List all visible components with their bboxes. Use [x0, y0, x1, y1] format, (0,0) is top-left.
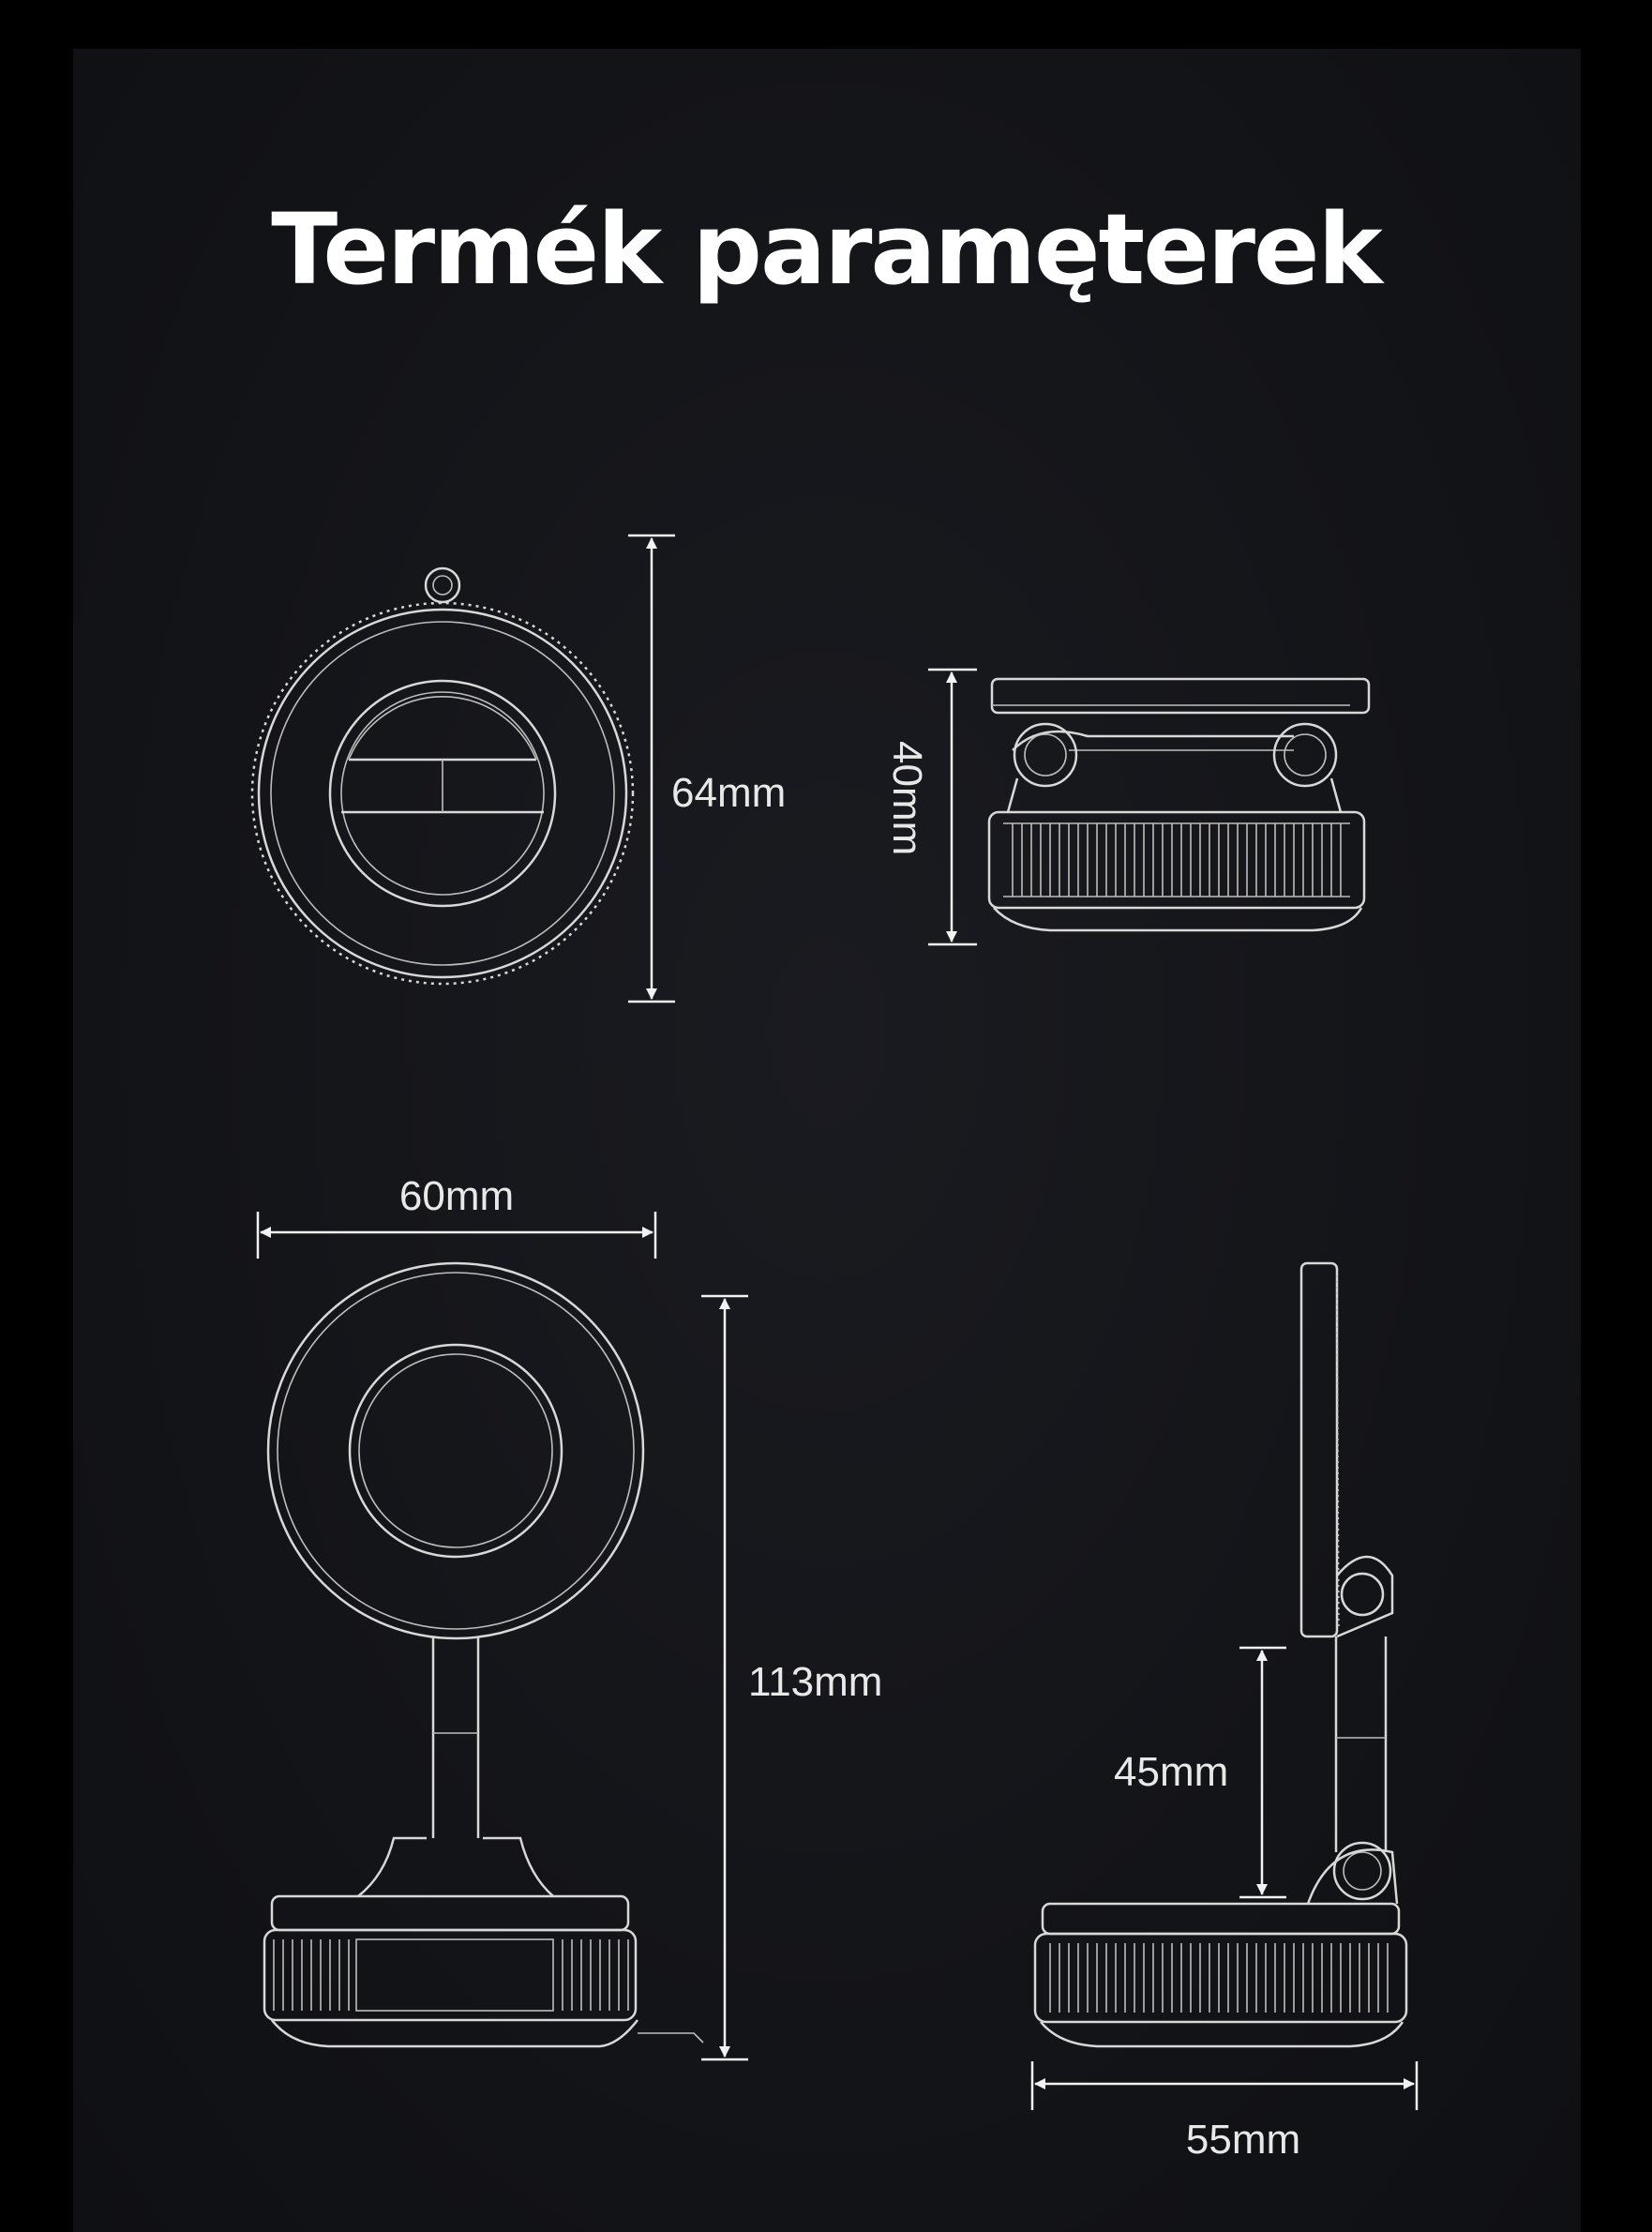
- top-view-side: [987, 677, 1371, 932]
- label-45mm: 45mm: [1114, 1749, 1228, 1795]
- top-view-round: [250, 566, 635, 986]
- bottom-view-side: [1033, 1261, 1408, 2048]
- label-64mm: 64mm: [671, 770, 786, 816]
- label-55mm: 55mm: [1186, 2117, 1300, 2163]
- dimension-top-side-height: 40mm: [884, 668, 977, 946]
- dimension-top-front-height: 64mm: [628, 534, 786, 1003]
- label-60mm: 60mm: [399, 1173, 514, 1219]
- dimension-bottom-side-width: 55mm: [1030, 2061, 1419, 2163]
- page-title: Termék paramęterek: [271, 192, 1382, 307]
- dimension-bottom-front-height: 113mm: [701, 1294, 882, 2061]
- dimension-bottom-side-arm-height: 45mm: [1114, 1646, 1286, 1899]
- dimension-bottom-front-width: 60mm: [256, 1173, 657, 1259]
- bottom-view-front: [263, 1261, 704, 2048]
- label-40mm: 40mm: [884, 741, 930, 855]
- label-113mm: 113mm: [748, 1659, 882, 1705]
